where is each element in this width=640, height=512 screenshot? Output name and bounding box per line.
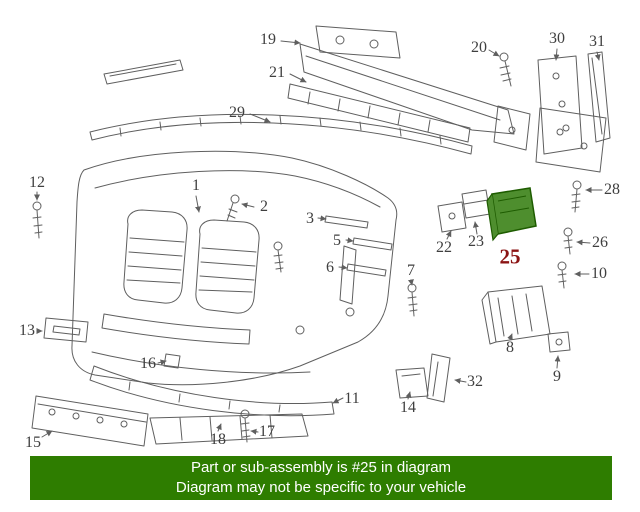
screw-10-drawing — [557, 261, 567, 289]
part-32-strip-drawing — [426, 353, 451, 403]
part-label-32: 32 — [467, 373, 483, 390]
part-lamp-bracket-drawing — [535, 107, 607, 173]
part-label-23: 23 — [468, 233, 484, 250]
part-label-16: 16 — [140, 355, 156, 372]
part-label-6: 6 — [326, 259, 334, 276]
part-5-trim-strip-drawing — [352, 237, 393, 251]
part-30-support-plate-drawing — [537, 55, 583, 155]
part-label-28: 28 — [604, 181, 620, 198]
part-label-3: 3 — [306, 210, 314, 227]
part-label-29: 29 — [229, 104, 245, 121]
part-label-21: 21 — [269, 64, 285, 81]
part-label-11: 11 — [344, 390, 360, 407]
part-label-30: 30 — [549, 30, 565, 47]
part-label-22: 22 — [436, 239, 452, 256]
screw-7-drawing — [407, 283, 418, 317]
banner-line-1: Part or sub-assembly is #25 in diagram — [190, 459, 452, 476]
part-19-impact-bar-drawing — [299, 25, 531, 151]
part-13-bracket-drawing — [43, 317, 89, 343]
diagram-notice-banner: Part or sub-assembly is #25 in diagram D… — [30, 456, 612, 500]
part-label-19: 19 — [260, 31, 276, 48]
part-label-17: 17 — [259, 423, 275, 440]
part-18-skid-plate-drawing — [149, 413, 309, 445]
screw-26-drawing — [563, 227, 573, 255]
part-label-8: 8 — [506, 339, 514, 356]
part-label-2: 2 — [260, 198, 268, 215]
screw-17-drawing — [240, 409, 251, 443]
part-label-1: 1 — [192, 177, 200, 194]
part-8-side-support-drawing — [481, 285, 551, 345]
leader-lines — [34, 39, 603, 438]
part-label-18: 18 — [210, 431, 226, 448]
part-23-bracket-drawing — [461, 189, 491, 219]
screw-2-drawing — [226, 194, 240, 222]
part-label-14: 14 — [400, 399, 416, 416]
part-top-left-strip-drawing — [103, 59, 184, 85]
part-label-20: 20 — [471, 39, 487, 56]
part-21-absorber-drawing — [287, 83, 471, 143]
part-14-bracket-drawing — [395, 367, 429, 399]
part-31-strip-drawing — [587, 51, 611, 143]
part-label-12: 12 — [29, 174, 45, 191]
part-label-13: 13 — [19, 322, 35, 339]
part-3-trim-strip-drawing — [324, 215, 369, 229]
part-15-under-panel-drawing — [31, 395, 149, 447]
part-label-26: 26 — [592, 234, 608, 251]
part-label-25-highlighted: 25 — [499, 244, 521, 269]
part-label-5: 5 — [333, 232, 341, 249]
part-label-15: 15 — [25, 434, 41, 451]
part-6-trim-strip-drawing — [346, 263, 387, 277]
part-label-7: 7 — [407, 262, 415, 279]
part-label-10: 10 — [591, 265, 607, 282]
part-9-clip-drawing — [547, 331, 571, 353]
screw-center-drawing — [273, 241, 284, 273]
banner-line-2: Diagram may not be specific to your vehi… — [175, 479, 467, 496]
screw-12-drawing — [32, 201, 43, 239]
part-25-bracket-highlighted — [486, 187, 537, 242]
screw-28-drawing — [571, 180, 582, 213]
part-22-bracket-drawing — [437, 201, 467, 233]
part-label-9: 9 — [553, 368, 561, 385]
part-11-lower-lip-drawing — [89, 365, 335, 417]
part-label-31: 31 — [589, 33, 605, 50]
part-29-support-strip-drawing — [89, 113, 473, 155]
bumper-cover-drawing — [71, 150, 398, 386]
screw-20-drawing — [499, 52, 512, 87]
